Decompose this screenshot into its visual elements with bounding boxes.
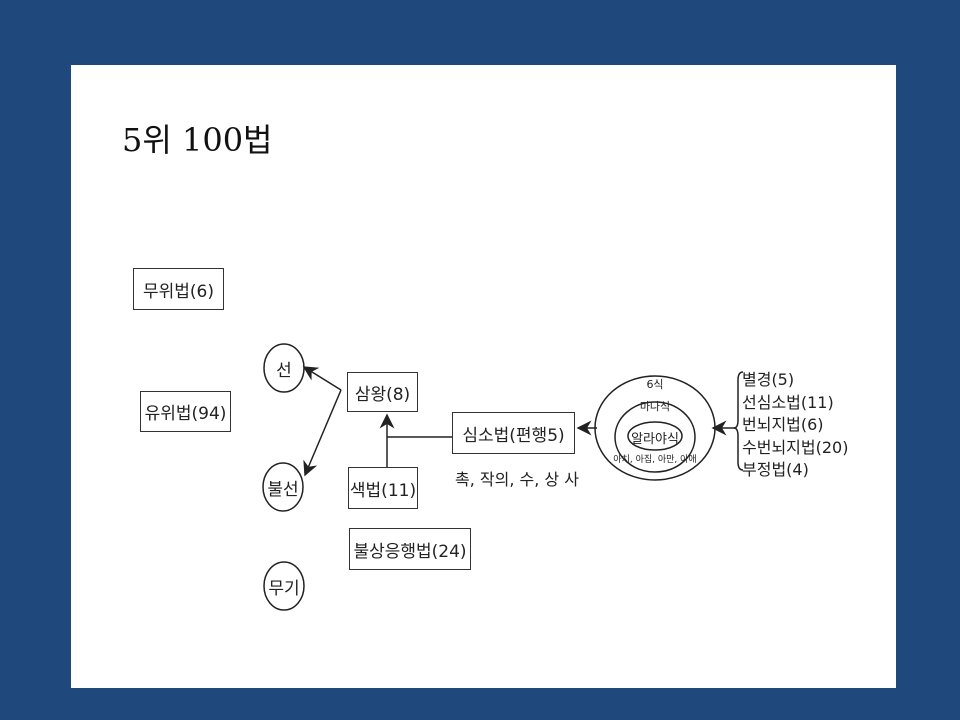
list-item: 선심소법(11) xyxy=(742,392,834,412)
circle-seon: 선 xyxy=(276,360,292,381)
box-yuwi: 유위법(94) xyxy=(140,391,231,432)
list-item: 수번뇌지법(20) xyxy=(742,437,849,457)
box-bulsang: 불상응행법(24) xyxy=(349,528,471,570)
label-manasik: 마나식 xyxy=(639,400,671,413)
mental-factors-list: 별경(5) 선심소법(11) 번뇌지법(6) 수번뇌지법(20) 부정법(4) xyxy=(742,369,848,482)
circle-bulseon-shape xyxy=(262,462,304,512)
label-6sik: 6식 xyxy=(646,378,664,391)
label-defilements: 아치, 아집, 아만, 아애 xyxy=(613,455,697,465)
arrow-to-seon xyxy=(302,366,342,391)
box-muwi: 무위법(6) xyxy=(133,268,224,310)
box-simso: 심소법(편행5) xyxy=(452,412,575,454)
circle-mugi: 무기 xyxy=(268,578,300,599)
circle-mugi-shape xyxy=(263,561,305,611)
circle-bulseon: 불선 xyxy=(267,479,299,500)
middle-ring xyxy=(614,401,696,473)
arrow-to-bulseon xyxy=(303,389,342,477)
list-item: 별경(5) xyxy=(742,370,795,389)
slide xyxy=(71,65,896,688)
outer-ring xyxy=(594,375,716,481)
label-alayasik: 알라야식 xyxy=(631,432,679,447)
list-item: 부정법(4) xyxy=(742,460,809,479)
box-saek: 색법(11) xyxy=(348,467,418,509)
list-item: 번뇌지법(6) xyxy=(742,415,824,434)
brace xyxy=(733,371,744,471)
inner-ring xyxy=(627,421,683,451)
box-samwang: 삼왕(8) xyxy=(347,372,418,412)
simso-note: 촉, 작의, 수, 상 사 xyxy=(455,470,579,489)
page-title: 5위 100법 xyxy=(122,121,273,159)
